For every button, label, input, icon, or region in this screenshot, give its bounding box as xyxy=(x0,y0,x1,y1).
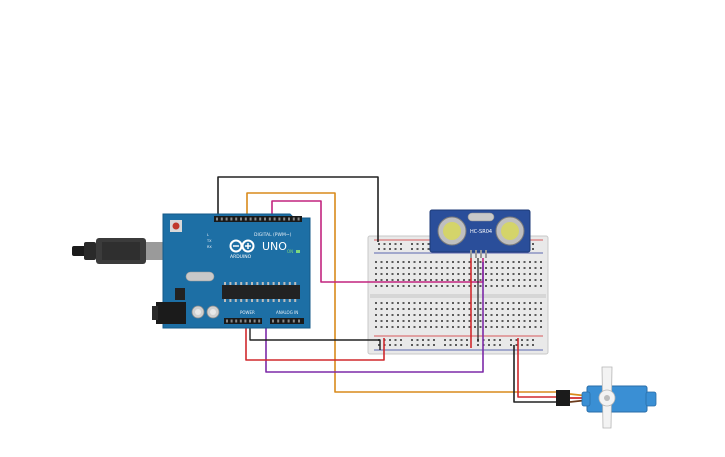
atmega-chip xyxy=(222,285,300,299)
ultrasonic-sensor[interactable]: HC-SR04 xyxy=(429,209,531,258)
capacitor-1-top xyxy=(195,309,201,315)
analog-header-label: ANALOG IN xyxy=(276,310,298,315)
servo-body xyxy=(586,385,648,413)
crystal-oscillator xyxy=(185,271,215,282)
power-jack xyxy=(156,302,186,324)
digital-header-label: DIGITAL (PWM~) xyxy=(254,232,292,238)
digital-header xyxy=(214,216,302,222)
servo-mount-right xyxy=(645,391,657,407)
power-jack-tip xyxy=(152,306,158,320)
chip-pins xyxy=(224,282,297,302)
center-channel xyxy=(370,294,546,298)
sensor-transmitter-mesh xyxy=(443,222,461,240)
wire-red-5v[interactable] xyxy=(245,322,385,361)
sensor-crystal xyxy=(467,212,495,222)
board-name-label: UNO xyxy=(262,240,287,253)
power-header xyxy=(224,318,262,324)
l-led-label: L xyxy=(207,233,209,237)
arduino-uno[interactable]: DIGITAL (PWM~) ARDUINO UNO ON L TX RX xyxy=(72,213,311,329)
wire-black-gnd[interactable] xyxy=(217,176,379,242)
servo-connector xyxy=(556,390,570,406)
wire-red-servo-power[interactable] xyxy=(517,338,558,398)
breadboard[interactable] xyxy=(367,235,549,355)
wire-black-servo-gnd[interactable] xyxy=(513,345,558,403)
power-led xyxy=(296,250,300,253)
servo-shaft xyxy=(604,395,610,401)
brand-label: ARDUINO xyxy=(230,254,252,260)
sensor-pins xyxy=(470,250,487,258)
digital-pins xyxy=(216,217,300,221)
sensor-model-label: HC-SR04 xyxy=(470,229,492,235)
arduino-logo xyxy=(229,239,255,253)
wire-black-gnd-bottom[interactable] xyxy=(249,322,381,350)
on-label: ON xyxy=(287,249,293,254)
usb-cable xyxy=(72,238,166,264)
analog-header xyxy=(270,318,304,324)
power-header-label: POWER xyxy=(240,310,255,315)
bottom-header-pins xyxy=(226,319,300,323)
wires xyxy=(217,176,560,403)
wire-orange-servo-signal[interactable] xyxy=(246,192,560,393)
terminal-strip-holes xyxy=(375,261,542,328)
tx-led-label: TX xyxy=(206,239,212,243)
voltage-regulator xyxy=(175,288,185,300)
reset-button-cap xyxy=(172,222,180,230)
servo-motor[interactable] xyxy=(556,366,657,429)
rx-led-label: RX xyxy=(207,245,212,249)
servo-mount-left xyxy=(581,391,591,407)
capacitor-2-top xyxy=(210,309,216,315)
sensor-receiver-mesh xyxy=(501,222,519,240)
